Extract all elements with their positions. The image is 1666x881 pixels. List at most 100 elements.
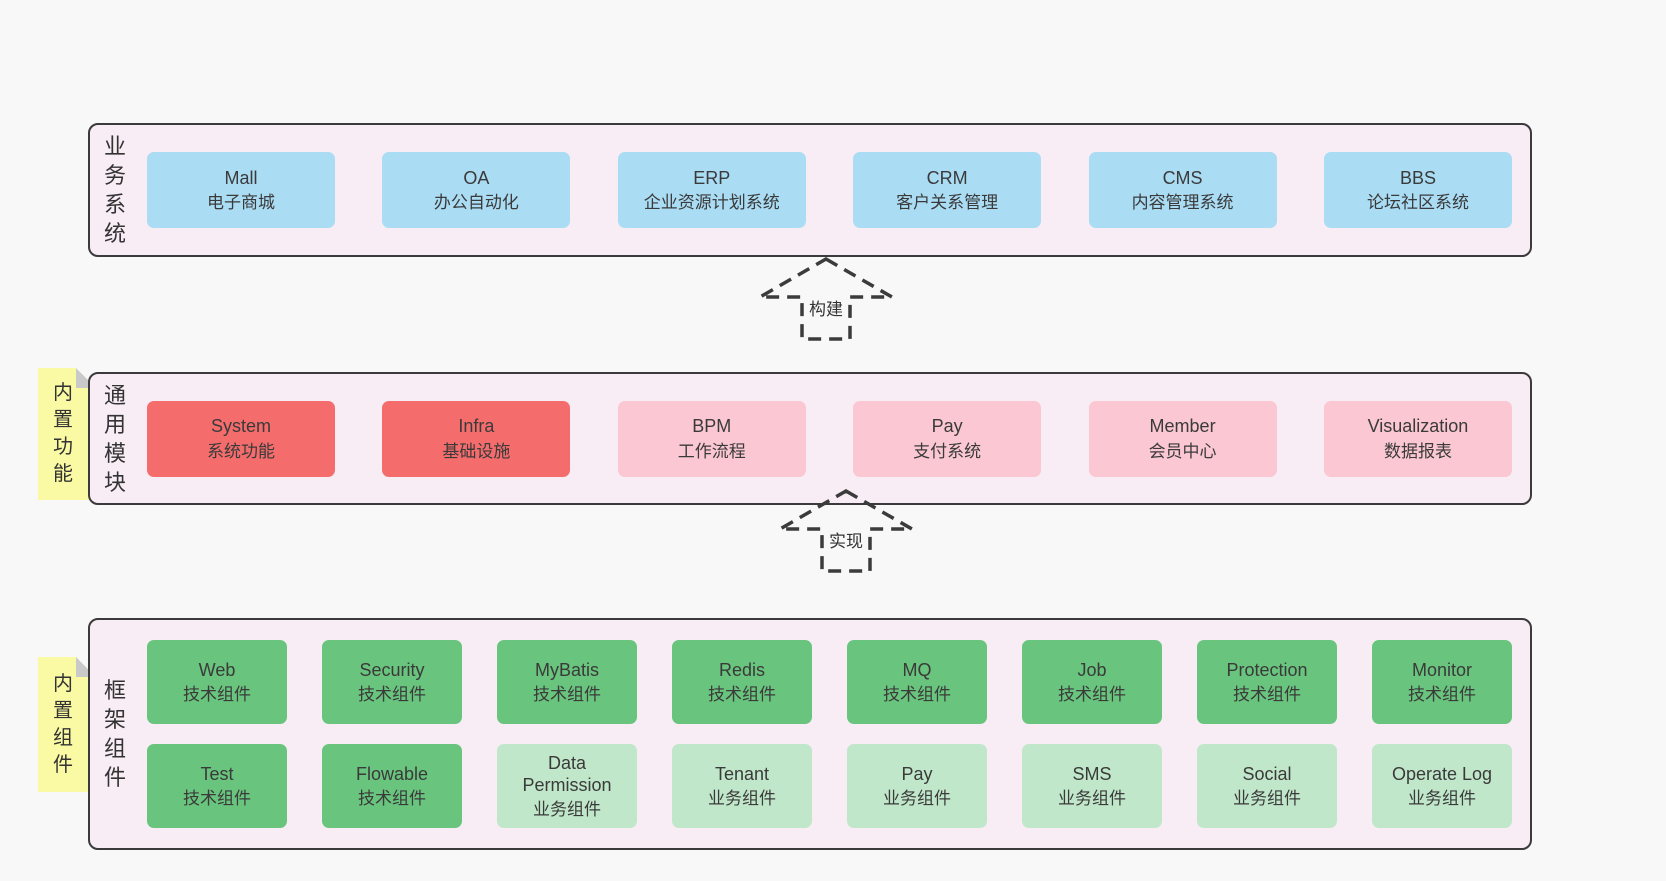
module-box-test: Test 技术组件 bbox=[147, 744, 287, 828]
module-box-subtitle: 支付系统 bbox=[913, 441, 982, 461]
module-box-subtitle: 内容管理系统 bbox=[1131, 193, 1234, 213]
module-box-subtitle: 业务组件 bbox=[708, 789, 776, 809]
module-box-title: BPM bbox=[692, 416, 732, 437]
module-box-subtitle: 工作流程 bbox=[677, 441, 746, 461]
module-box-title: ERP bbox=[693, 167, 731, 188]
module-box-title: Monitor bbox=[1411, 659, 1473, 680]
module-box-subtitle: 技术组件 bbox=[358, 685, 426, 705]
module-box-monitor: Monitor 技术组件 bbox=[1372, 640, 1512, 724]
module-box-system: System 系统功能 bbox=[147, 400, 335, 477]
module-box-title: Web bbox=[198, 659, 236, 680]
module-box-protection: Protection 技术组件 bbox=[1197, 640, 1337, 724]
dashed-up-arrow: 实现 bbox=[776, 487, 916, 577]
module-box-subtitle: 技术组件 bbox=[183, 789, 251, 809]
module-box-subtitle: 企业资源计划系统 bbox=[643, 193, 780, 213]
module-box-title: Infra bbox=[458, 416, 495, 437]
up-arrow-icon bbox=[756, 256, 896, 341]
module-box-mybatis: MyBatis 技术组件 bbox=[497, 640, 637, 724]
module-box-subtitle: 技术组件 bbox=[358, 789, 426, 809]
module-box-oa: OA 办公自动化 bbox=[382, 152, 571, 228]
sticky-note-label: 内置功能 bbox=[53, 382, 73, 485]
module-box-subtitle: 技术组件 bbox=[1058, 685, 1126, 705]
module-box-crm: CRM 客户关系管理 bbox=[853, 152, 1042, 228]
module-box-operate-log: Operate Log 业务组件 bbox=[1372, 744, 1512, 828]
module-box-subtitle: 客户关系管理 bbox=[896, 193, 999, 213]
module-box-cms: CMS 内容管理系统 bbox=[1088, 152, 1277, 228]
layer-label: 框架组件 bbox=[103, 677, 126, 791]
module-box-row: Mall 电子商城 OA 办公自动化 ERP 企业资源计划系统 CRM 客户关系管理 CMS 内容… bbox=[147, 152, 1512, 228]
up-arrow-icon bbox=[776, 488, 916, 573]
module-box-title: Flowable bbox=[355, 763, 429, 784]
module-box-title: CRM bbox=[926, 167, 968, 188]
module-box-subtitle: 业务组件 bbox=[883, 789, 951, 809]
module-box-title: Social bbox=[1242, 763, 1292, 784]
module-box-data-permission: Data Permission 业务组件 bbox=[497, 744, 637, 828]
module-box-title: Security bbox=[359, 659, 425, 680]
module-box-title: Mall bbox=[224, 167, 258, 188]
module-box-title: OA bbox=[463, 167, 490, 188]
module-box-title: Data Permission bbox=[522, 752, 612, 795]
arrow-label-build: 构建 bbox=[806, 295, 846, 320]
dashed-up-arrow: 构建 bbox=[756, 255, 896, 345]
module-box-title: Job bbox=[1077, 659, 1107, 680]
module-box-title: Operate Log bbox=[1391, 763, 1493, 784]
sticky-note-built-in-components: 内置组件 bbox=[38, 657, 96, 792]
module-box-visualization: Visualization 数据报表 bbox=[1323, 400, 1512, 477]
module-box-flowable: Flowable 技术组件 bbox=[322, 744, 462, 828]
module-box-infra: Infra 基础设施 bbox=[382, 400, 571, 477]
module-box-subtitle: 技术组件 bbox=[183, 685, 251, 705]
module-box-web: Web 技术组件 bbox=[147, 640, 287, 724]
module-box-subtitle: 业务组件 bbox=[1058, 789, 1126, 809]
module-box-mall: Mall 电子商城 bbox=[147, 152, 335, 228]
sticky-note-built-in-features: 内置功能 bbox=[38, 368, 96, 500]
module-box-subtitle: 技术组件 bbox=[533, 685, 601, 705]
module-box-social: Social 业务组件 bbox=[1197, 744, 1337, 828]
module-box-subtitle: 系统功能 bbox=[207, 441, 275, 461]
business-systems-boxes: Mall 电子商城 OA 办公自动化 ERP 企业资源计划系统 CRM 客户关系管理 CMS 内容… bbox=[147, 125, 1512, 255]
module-box-subtitle: 业务组件 bbox=[533, 800, 601, 820]
module-box-subtitle: 技术组件 bbox=[708, 685, 776, 705]
module-box-erp: ERP 企业资源计划系统 bbox=[617, 152, 806, 228]
module-box-title: System bbox=[210, 416, 271, 437]
module-box-title: MyBatis bbox=[534, 659, 599, 680]
module-box-title: BBS bbox=[1399, 167, 1436, 188]
arrow-label-implement: 实现 bbox=[826, 527, 866, 552]
module-box-title: SMS bbox=[1072, 763, 1112, 784]
module-box-subtitle: 数据报表 bbox=[1383, 441, 1452, 461]
module-box-subtitle: 业务组件 bbox=[1408, 789, 1476, 809]
module-box-title: Test bbox=[200, 763, 234, 784]
layer-label: 通用模块 bbox=[103, 382, 126, 495]
module-box-job: Job 技术组件 bbox=[1022, 640, 1162, 724]
module-box-subtitle: 电子商城 bbox=[207, 193, 275, 213]
module-box-title: Pay bbox=[901, 763, 933, 784]
module-box-subtitle: 技术组件 bbox=[1408, 685, 1476, 705]
module-box-subtitle: 业务组件 bbox=[1233, 789, 1301, 809]
module-box-title: Member bbox=[1149, 416, 1216, 437]
module-box-title: MQ bbox=[902, 659, 932, 680]
module-box-title: Protection bbox=[1226, 659, 1308, 680]
sticky-note-label: 内置组件 bbox=[53, 672, 73, 776]
module-box-pay: Pay 业务组件 bbox=[847, 744, 987, 828]
layer-business-systems: 业务系统 Mall 电子商城 OA 办公自动化 ERP 企业资源计划系统 CRM 客户关系管理… bbox=[88, 123, 1532, 257]
module-box-bpm: BPM 工作流程 bbox=[617, 400, 806, 477]
module-box-subtitle: 技术组件 bbox=[883, 685, 951, 705]
module-box-mq: MQ 技术组件 bbox=[847, 640, 987, 724]
module-box-title: Visualization bbox=[1367, 416, 1469, 437]
layer-label: 业务系统 bbox=[103, 133, 126, 247]
module-box-subtitle: 基础设施 bbox=[442, 441, 511, 461]
module-box-title: CMS bbox=[1162, 167, 1203, 188]
module-box-subtitle: 办公自动化 bbox=[433, 193, 519, 213]
module-box-subtitle: 技术组件 bbox=[1233, 685, 1301, 705]
module-box-sms: SMS 业务组件 bbox=[1022, 744, 1162, 828]
